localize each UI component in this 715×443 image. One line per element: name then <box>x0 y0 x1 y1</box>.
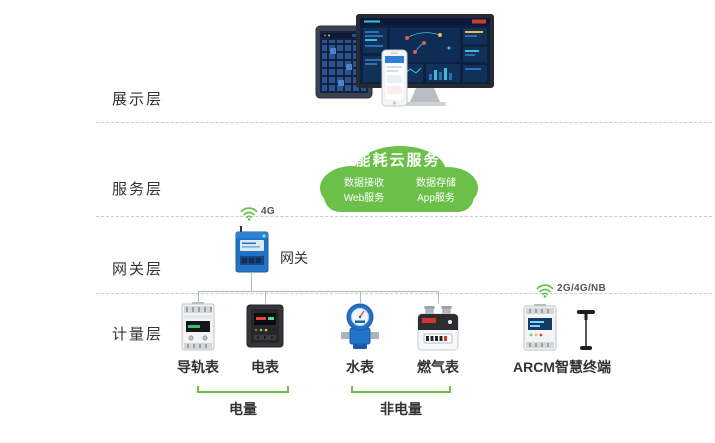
cloud-service-line: 数据存储 <box>416 178 456 189</box>
cloud-service-line: 数据接收 <box>344 178 384 189</box>
energy-cloud-service: 能耗云服务 数据接收 Web服务 数据存储 App服务 <box>308 140 488 220</box>
cloud-service-item: 数据存储 App服务 <box>404 176 468 206</box>
cloud-shape <box>320 146 478 212</box>
display-devices <box>315 14 494 107</box>
layer-label-gateway: 网关层 <box>112 261 164 278</box>
connector-drop-gas-meter <box>438 291 439 303</box>
meter-label-rail: 导轨表 <box>177 359 219 375</box>
group-label-non-electric: 非电量 <box>380 401 422 417</box>
meter-label-gas: 燃气表 <box>417 359 459 375</box>
connector-gateway-down <box>251 272 252 291</box>
gateway-device-icon <box>235 226 269 273</box>
gas-meter-icon <box>417 306 459 351</box>
electric-meter-icon <box>246 304 284 348</box>
cloud-service-line: Web服务 <box>343 193 385 204</box>
monitor-icon <box>356 14 494 106</box>
phone-icon <box>381 49 408 107</box>
cloud-service-line: App服务 <box>417 193 455 204</box>
connector-drop-electric-meter <box>265 291 266 303</box>
arcm-wireless-label: 2G/4G/NB <box>557 283 607 294</box>
gateway-label: 网关 <box>280 250 308 266</box>
group-bracket-non-electric <box>351 386 451 393</box>
connector-drop-water-meter <box>360 291 361 303</box>
group-bracket-electric <box>197 386 289 393</box>
layer-divider-3 <box>96 293 712 294</box>
layer-label-display: 展示层 <box>112 91 164 108</box>
layer-divider-1 <box>96 122 712 123</box>
layer-divider-2 <box>96 216 712 217</box>
group-label-electric: 电量 <box>229 401 257 417</box>
connector-drop-rail-meter <box>198 291 199 303</box>
cloud-title: 能耗云服务 <box>355 152 441 169</box>
layer-label-service: 服务层 <box>112 181 164 198</box>
cloud-service-item: 数据接收 Web服务 <box>332 176 396 206</box>
layer-label-metering: 计量层 <box>112 326 164 343</box>
meter-label-water: 水表 <box>346 359 374 375</box>
meter-label-arcm: ARCM智慧终端 <box>513 359 611 375</box>
antenna-icon <box>577 310 595 350</box>
arcm-terminal-icon <box>523 304 557 351</box>
water-meter-icon <box>341 303 379 349</box>
connector-bus <box>198 291 439 292</box>
gateway-wireless-label: 4G <box>261 206 275 217</box>
gateway-wifi-icon <box>240 207 258 221</box>
arcm-wifi-icon <box>536 284 554 298</box>
meter-label-electric: 电表 <box>251 359 279 375</box>
rail-meter-icon <box>181 302 215 351</box>
